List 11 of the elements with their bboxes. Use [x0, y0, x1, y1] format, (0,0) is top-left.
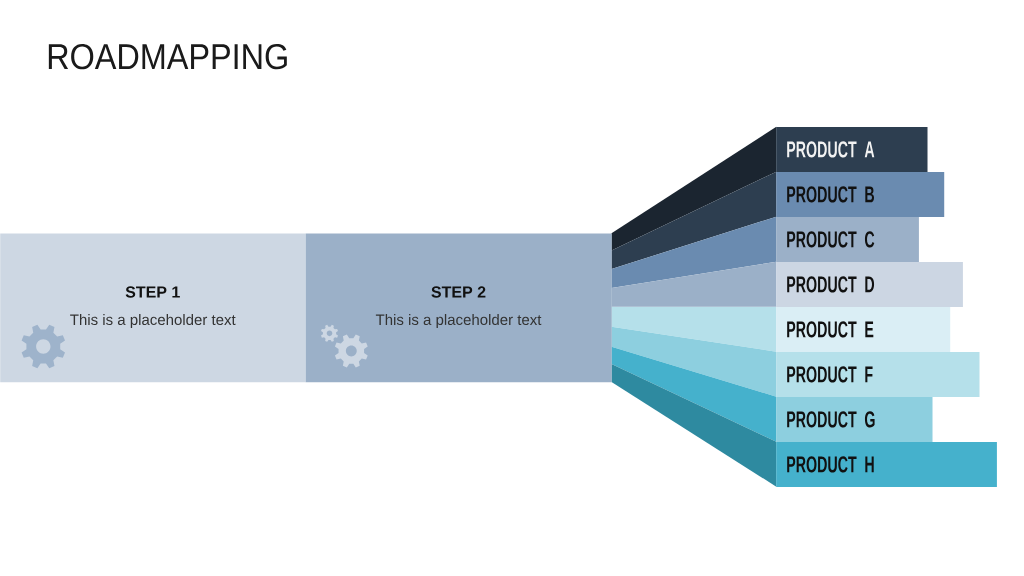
step-box: STEP 1 This is a placeholder text	[0, 233, 306, 383]
product-bar: PRODUCT E	[776, 306, 951, 352]
step-box: STEP 2 This is a placeholder text	[305, 233, 612, 383]
product-bar: PRODUCT B	[776, 171, 945, 217]
product-bar: PRODUCT H	[776, 441, 997, 487]
product-bar: PRODUCT A	[776, 126, 928, 172]
product-bar: PRODUCT F	[776, 351, 980, 397]
title: ROADMAPPING	[48, 43, 287, 70]
product-bar: PRODUCT D	[776, 261, 963, 307]
product-bar: PRODUCT C	[776, 216, 919, 262]
product-bar: PRODUCT G	[776, 396, 933, 442]
